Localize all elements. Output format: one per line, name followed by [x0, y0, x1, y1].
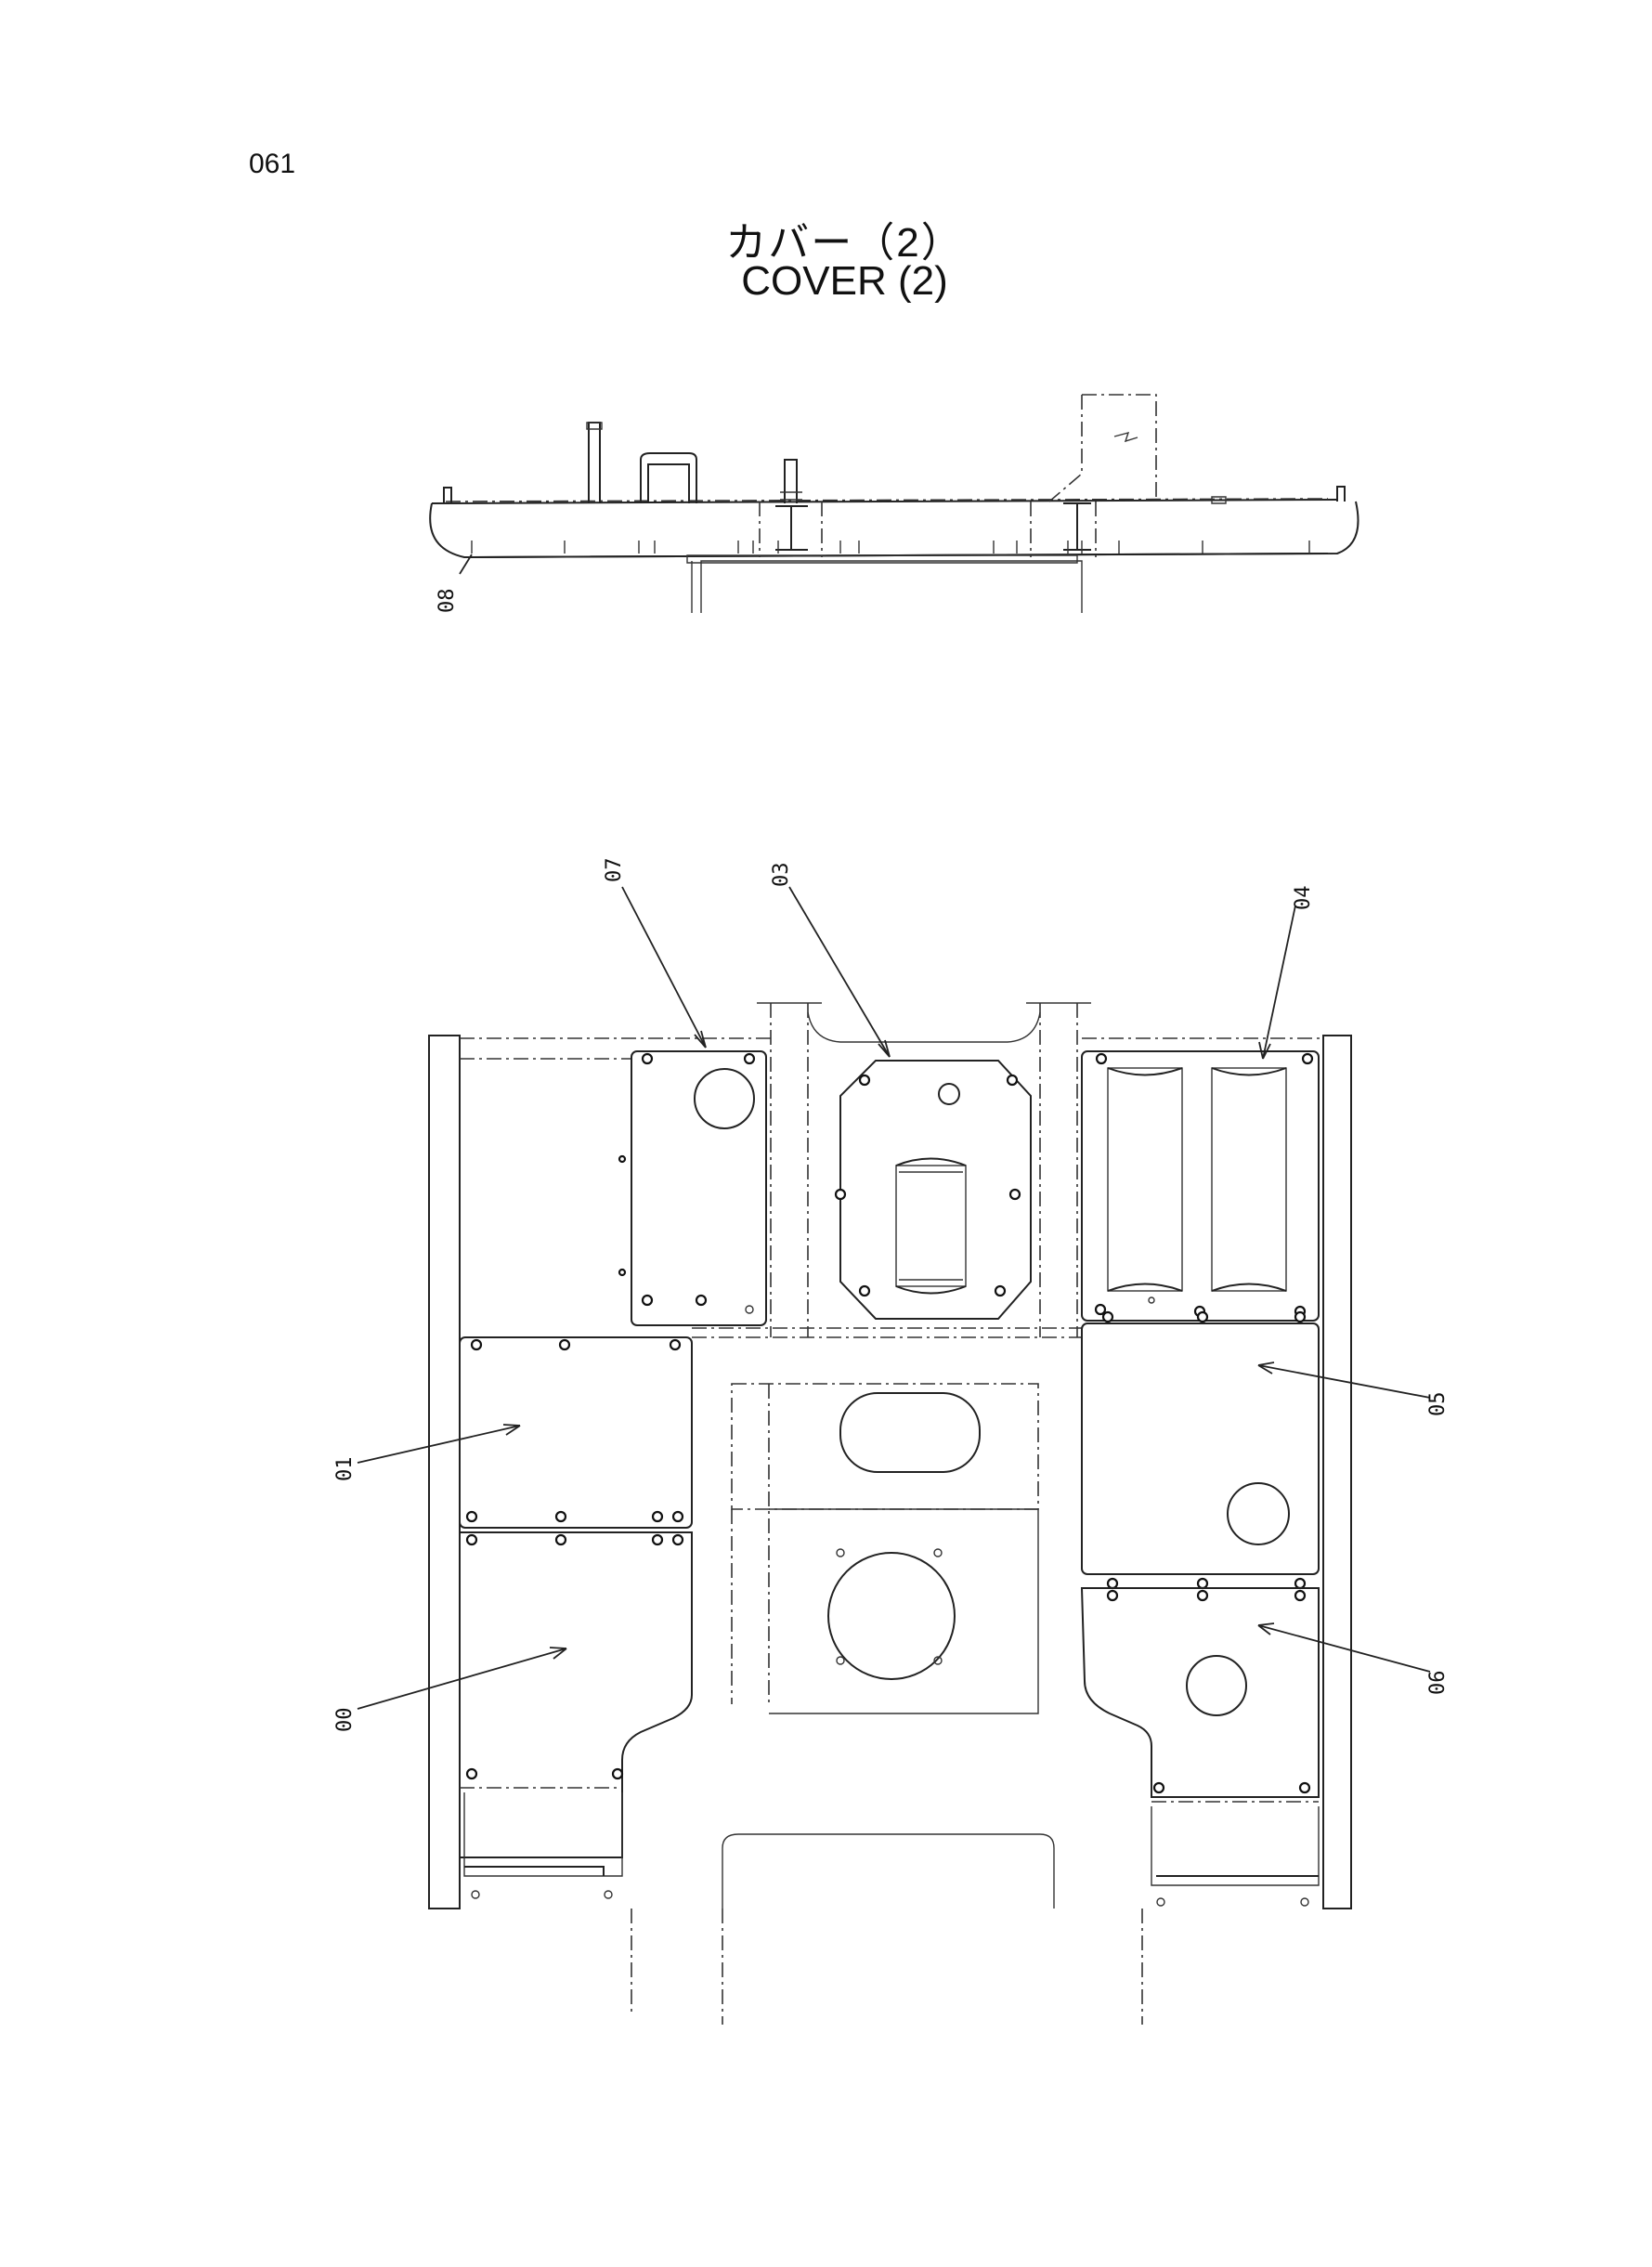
- callout-03: 03: [770, 863, 793, 888]
- title-japanese: カバー（2）: [725, 220, 964, 266]
- title-english: COVER (2): [741, 258, 948, 304]
- callout-00: 00: [333, 1708, 357, 1733]
- callout-04: 04: [1292, 886, 1315, 911]
- page-number: 061: [249, 149, 296, 179]
- callout-05: 05: [1426, 1392, 1450, 1417]
- side-view: 08: [429, 394, 1359, 614]
- callout-08: 08: [436, 589, 459, 614]
- plan-view: 07 03 04: [333, 858, 1450, 2025]
- callout-01: 01: [333, 1457, 357, 1482]
- callout-07: 07: [603, 858, 626, 883]
- callout-06: 06: [1426, 1671, 1450, 1696]
